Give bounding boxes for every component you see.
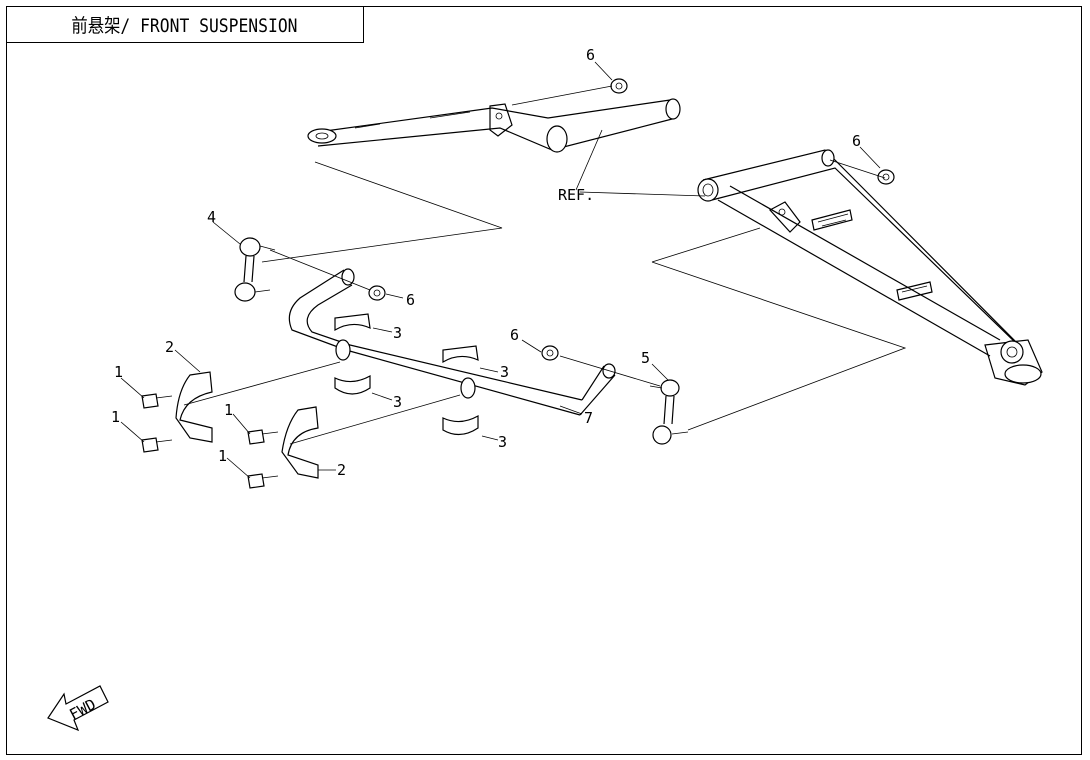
callout-6-top: 6 [586, 46, 595, 64]
brackets [175, 371, 319, 479]
drawing-frame [6, 6, 1082, 755]
callout-3-c: 3 [393, 393, 402, 411]
callout-1-d: 1 [218, 447, 227, 465]
callout-2-right: 2 [337, 461, 346, 479]
callout-1-c: 1 [111, 408, 120, 426]
callout-1-a: 1 [114, 363, 123, 381]
callout-ref: REF. [558, 186, 594, 204]
assembly-lines [120, 61, 907, 479]
nuts [368, 78, 895, 361]
callout-7: 7 [584, 409, 593, 427]
callout-3-d: 3 [498, 433, 507, 451]
end-links [234, 237, 689, 445]
upper-control-arm [307, 98, 681, 153]
bushings [334, 313, 479, 436]
fwd-label: FWD [66, 695, 98, 724]
lower-control-arm [697, 149, 1043, 386]
page-title: 前悬架/ FRONT SUSPENSION [71, 14, 298, 37]
callout-6-right: 6 [852, 132, 861, 150]
fwd-arrow: FWD [47, 685, 109, 732]
callout-1-b: 1 [224, 401, 233, 419]
callout-4: 4 [207, 208, 216, 226]
callout-6-low: 6 [510, 326, 519, 344]
callout-2-left: 2 [165, 338, 174, 356]
callout-5: 5 [641, 349, 650, 367]
bolts [141, 393, 279, 489]
callout-3-b: 3 [500, 363, 509, 381]
callout-3-a: 3 [393, 324, 402, 342]
stabilizer-bar [288, 268, 616, 416]
callout-6-mid: 6 [406, 291, 415, 309]
title-box: 前悬架/ FRONT SUSPENSION [6, 6, 364, 43]
